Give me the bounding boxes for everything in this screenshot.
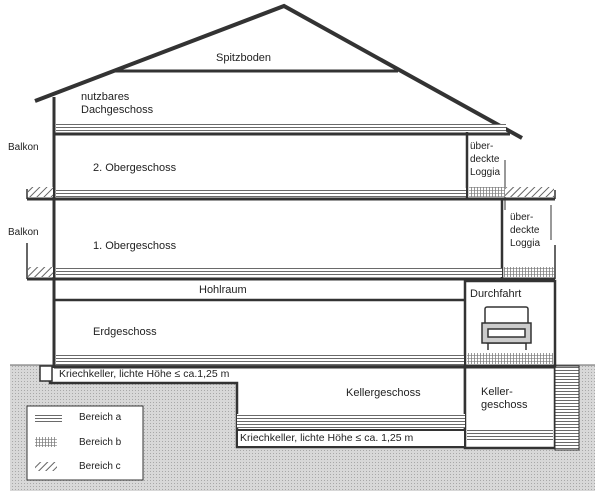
label-durchfahrt: Durchfahrt [470, 288, 522, 300]
label-keller-right: Keller-geschoss [481, 386, 528, 411]
label-hohlraum: Hohlraum [199, 284, 247, 296]
label-og2: 2. Obergeschoss [93, 162, 177, 174]
label-og1: 1. Obergeschoss [93, 240, 177, 252]
label-kriechkeller-bottom: Kriechkeller, lichte Höhe ≤ ca. 1,25 m [240, 432, 414, 444]
car-icon [481, 306, 532, 350]
roof [34, 3, 523, 140]
legend-swatch-b [35, 437, 57, 447]
legend-swatch-a [35, 413, 62, 423]
label-erdgeschoss: Erdgeschoss [93, 326, 157, 338]
walls [26, 97, 557, 369]
label-balkon-top: Balkon [8, 142, 39, 153]
label-balkon-bottom: Balkon [8, 227, 39, 238]
label-kriechkeller-top: Kriechkeller, lichte Höhe ≤ ca.1,25 m [59, 368, 230, 380]
legend-label-a: Bereich a [79, 412, 122, 423]
legend-label-c: Bereich c [79, 461, 121, 472]
legend [26, 405, 144, 481]
basement [39, 364, 580, 451]
legend-swatch-c [35, 462, 57, 471]
label-dachgeschoss-2: Dachgeschoss [81, 104, 154, 116]
legend-label-b: Bereich b [79, 437, 122, 448]
label-spitzboden: Spitzboden [216, 52, 272, 64]
label-kellergeschoss: Kellergeschoss [346, 387, 421, 399]
label-dachgeschoss-1: nutzbares [81, 91, 130, 103]
